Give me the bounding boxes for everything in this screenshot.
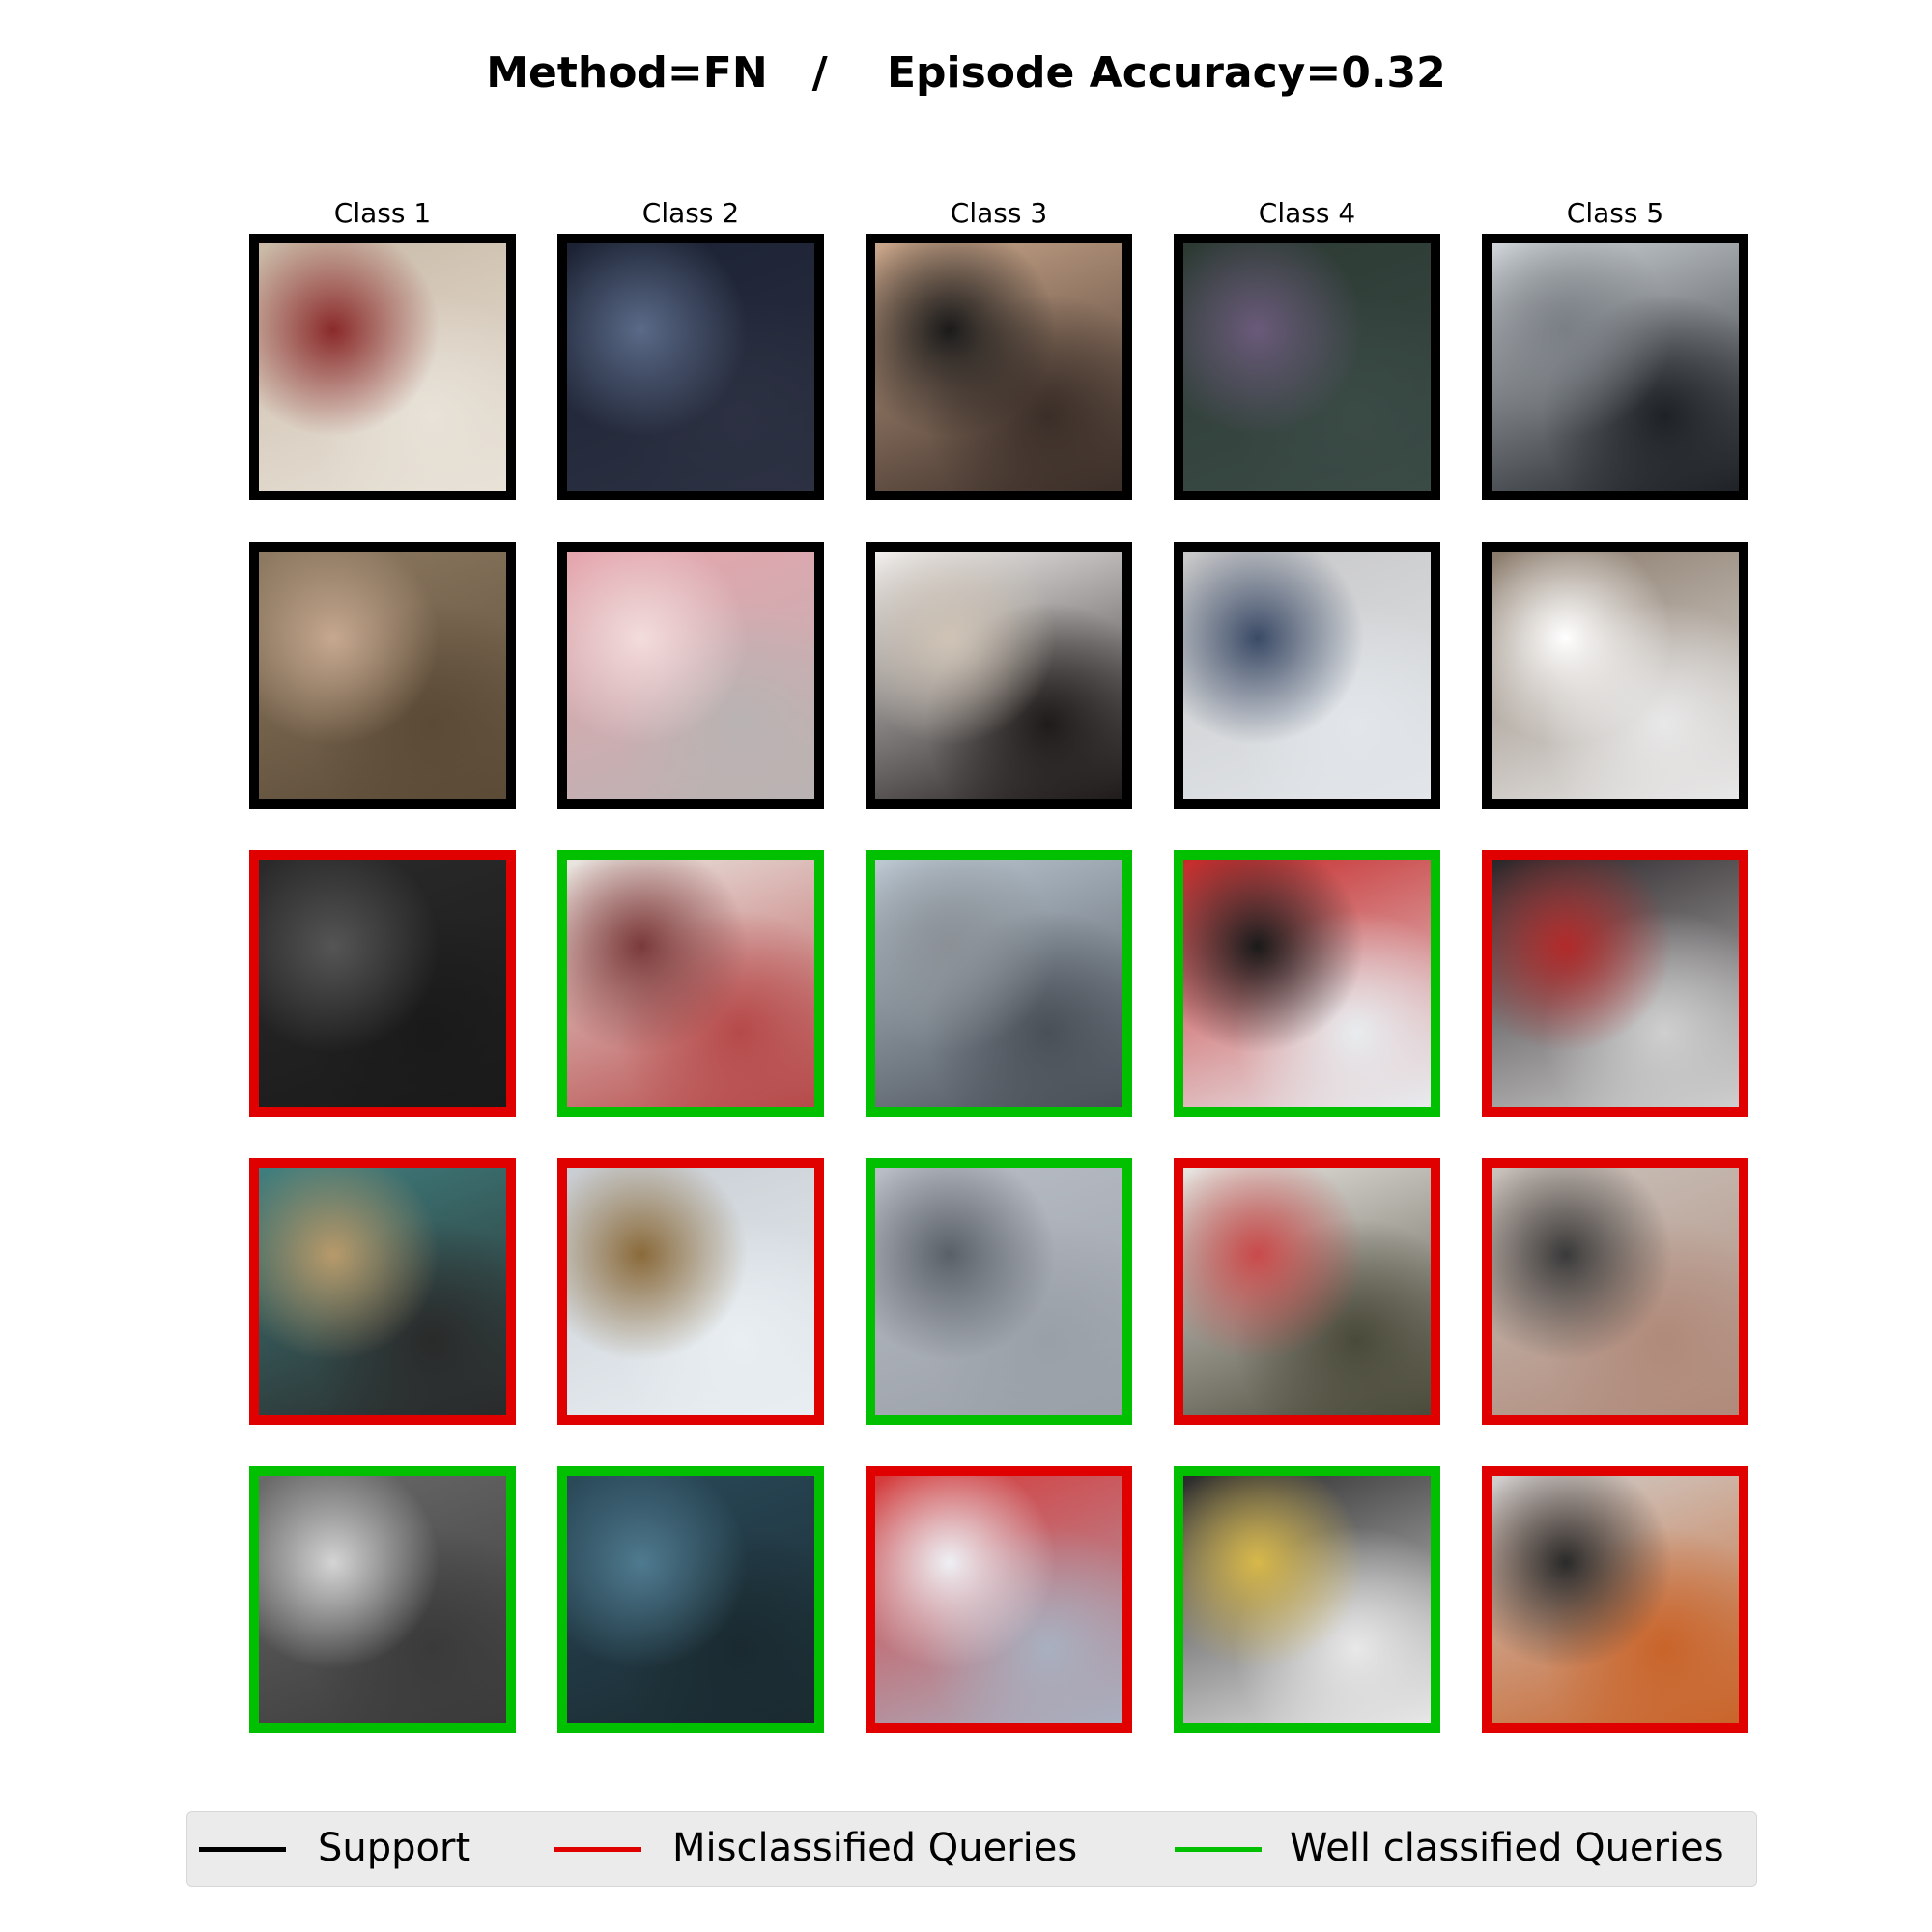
tile-r2-c5-support <box>1482 542 1748 809</box>
tile-r4-c2-misclassified <box>557 1158 824 1425</box>
tile-r5-c4-well_classified <box>1174 1466 1440 1733</box>
tile-r3-c2-well_classified <box>557 850 824 1117</box>
tile-r3-c5-misclassified <box>1482 850 1748 1117</box>
chart-title: Method=FN / Episode Accuracy=0.32 <box>486 48 1446 98</box>
thumbnail-image <box>1492 1476 1739 1723</box>
tile-r3-c1-misclassified <box>249 850 516 1117</box>
thumbnail-image <box>875 552 1122 799</box>
thumbnail-image <box>567 1476 814 1723</box>
tile-r1-c3-support <box>866 234 1132 500</box>
tile-r1-c5-support <box>1482 234 1748 500</box>
thumbnail-image <box>1183 1168 1431 1415</box>
tile-r2-c2-support <box>557 542 824 809</box>
legend-well-classified-label: Well classified Queries <box>1290 1826 1724 1870</box>
tile-r4-c3-well_classified <box>866 1158 1132 1425</box>
column-label-4: Class 4 <box>1258 197 1356 229</box>
thumbnail-image <box>567 552 814 799</box>
thumbnail-image <box>259 243 506 491</box>
legend-support-label: Support <box>318 1826 471 1870</box>
tile-r5-c1-well_classified <box>249 1466 516 1733</box>
legend: Support Misclassified Queries Well class… <box>186 1811 1757 1887</box>
thumbnail-image <box>1492 243 1739 491</box>
thumbnail-image <box>259 1168 506 1415</box>
thumbnail-image <box>875 1168 1122 1415</box>
tile-r2-c4-support <box>1174 542 1440 809</box>
column-label-3: Class 3 <box>950 197 1048 229</box>
thumbnail-image <box>259 1476 506 1723</box>
thumbnail-image <box>875 1476 1122 1723</box>
tile-r4-c1-misclassified <box>249 1158 516 1425</box>
tile-r5-c2-well_classified <box>557 1466 824 1733</box>
thumbnail-image <box>259 552 506 799</box>
legend-misclassified-label: Misclassified Queries <box>672 1826 1078 1870</box>
tile-r2-c3-support <box>866 542 1132 809</box>
tile-r1-c1-support <box>249 234 516 500</box>
thumbnail-image <box>1492 552 1739 799</box>
column-label-2: Class 2 <box>641 197 740 229</box>
tile-r4-c5-misclassified <box>1482 1158 1748 1425</box>
thumbnail-image <box>1183 552 1431 799</box>
tile-r4-c4-misclassified <box>1174 1158 1440 1425</box>
thumbnail-image <box>1183 1476 1431 1723</box>
tile-r5-c5-misclassified <box>1482 1466 1748 1733</box>
thumbnail-image <box>1492 860 1739 1107</box>
legend-misclassified-line <box>554 1847 641 1852</box>
thumbnail-image <box>567 860 814 1107</box>
thumbnail-image <box>567 1168 814 1415</box>
tile-r3-c4-well_classified <box>1174 850 1440 1117</box>
thumbnail-image <box>259 860 506 1107</box>
thumbnail-image <box>875 243 1122 491</box>
tile-r1-c4-support <box>1174 234 1440 500</box>
thumbnail-image <box>567 243 814 491</box>
column-label-5: Class 5 <box>1566 197 1664 229</box>
legend-well-classified-line <box>1175 1847 1262 1852</box>
tile-r2-c1-support <box>249 542 516 809</box>
legend-support-line <box>199 1847 286 1852</box>
thumbnail-image <box>1183 243 1431 491</box>
column-label-1: Class 1 <box>333 197 432 229</box>
tile-r3-c3-well_classified <box>866 850 1132 1117</box>
thumbnail-image <box>1492 1168 1739 1415</box>
tile-r1-c2-support <box>557 234 824 500</box>
thumbnail-image <box>1183 860 1431 1107</box>
tile-r5-c3-misclassified <box>866 1466 1132 1733</box>
thumbnail-image <box>875 860 1122 1107</box>
